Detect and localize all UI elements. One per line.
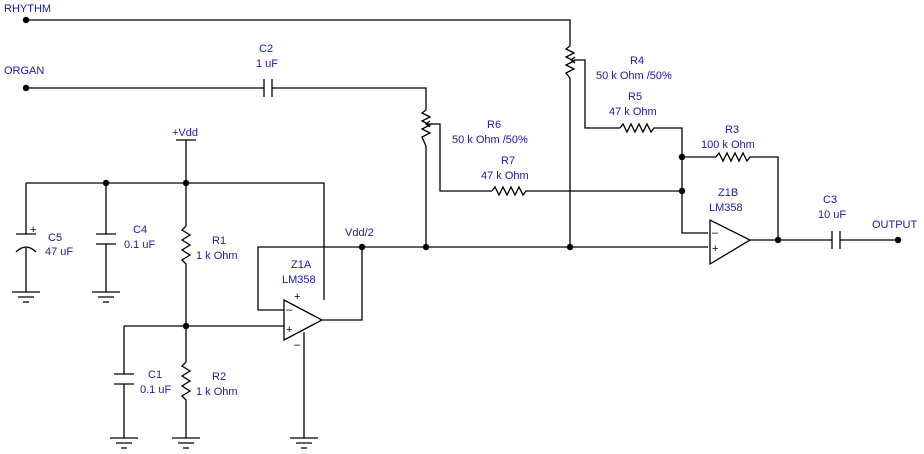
r4-value: 50 k Ohm /50%: [596, 70, 672, 82]
r3-value: 100 k Ohm: [701, 139, 755, 151]
r1-resistor: [180, 225, 192, 268]
r1-value: 1 k Ohm: [196, 250, 238, 262]
r2-ref: R2: [212, 371, 226, 383]
r1-ref: R1: [212, 235, 226, 247]
c3-capacitor: [831, 231, 841, 249]
z1b-opamp: – +: [709, 218, 752, 266]
svg-text:–: –: [294, 339, 301, 351]
z1b-value: LM358: [709, 202, 743, 214]
output-label: OUTPUT: [872, 219, 918, 231]
c2-value: 1 uF: [256, 58, 278, 70]
vdd-label: +Vdd: [172, 127, 198, 139]
r3-resistor: [715, 151, 752, 163]
c1-value: 0.1 uF: [140, 384, 171, 396]
ground-icon: [290, 437, 318, 449]
rhythm-label: RHYTHM: [4, 3, 51, 15]
r2-value: 1 k Ohm: [196, 386, 238, 398]
r3-ref: R3: [725, 124, 739, 136]
c5-value: 47 uF: [45, 246, 73, 258]
c2-ref: C2: [259, 43, 273, 55]
c1-capacitor: [114, 373, 134, 385]
ground-icon: [92, 291, 120, 303]
c2-capacitor: [263, 79, 273, 97]
junctions: [102, 153, 782, 330]
organ-terminal: [22, 84, 30, 92]
r6-value: 50 k Ohm /50%: [452, 134, 528, 146]
r4-potentiometer: [564, 45, 579, 79]
r7-ref: R7: [501, 155, 515, 167]
c1-ref: C1: [148, 369, 162, 381]
c3-value: 10 uF: [818, 209, 846, 221]
svg-text:+: +: [286, 324, 292, 336]
ground-icon: [12, 291, 40, 303]
svg-text:+: +: [30, 224, 36, 236]
r6-ref: R6: [487, 119, 501, 131]
r4-ref: R4: [630, 55, 644, 67]
r2-resistor: [180, 361, 192, 406]
r5-value: 47 k Ohm: [609, 106, 657, 118]
c4-capacitor: [96, 233, 116, 245]
r5-ref: R5: [628, 91, 642, 103]
z1a-ref: Z1A: [291, 259, 312, 271]
svg-text:–: –: [712, 227, 719, 239]
c3-ref: C3: [823, 194, 837, 206]
r6-potentiometer: [420, 109, 434, 147]
z1a-opamp: + – + –: [283, 291, 324, 351]
r7-resistor: [491, 185, 528, 197]
svg-text:+: +: [712, 243, 718, 255]
rhythm-terminal: [22, 16, 30, 24]
vdd-half-label: Vdd/2: [345, 227, 374, 239]
r5-resistor: [619, 122, 657, 134]
svg-text:+: +: [294, 291, 300, 303]
ground-icon: [172, 437, 200, 449]
c4-ref: C4: [133, 224, 147, 236]
z1b-ref: Z1B: [718, 187, 738, 199]
svg-text:–: –: [286, 304, 293, 316]
z1a-value: LM358: [282, 274, 316, 286]
c4-value: 0.1 uF: [124, 239, 155, 251]
organ-label: ORGAN: [4, 65, 44, 77]
c5-electrolytic-capacitor: +: [15, 224, 37, 253]
output-terminal: [894, 236, 902, 244]
ground-icon: [110, 437, 138, 449]
r7-value: 47 k Ohm: [481, 170, 529, 182]
wires: [25, 19, 898, 438]
c5-ref: C5: [48, 232, 62, 244]
